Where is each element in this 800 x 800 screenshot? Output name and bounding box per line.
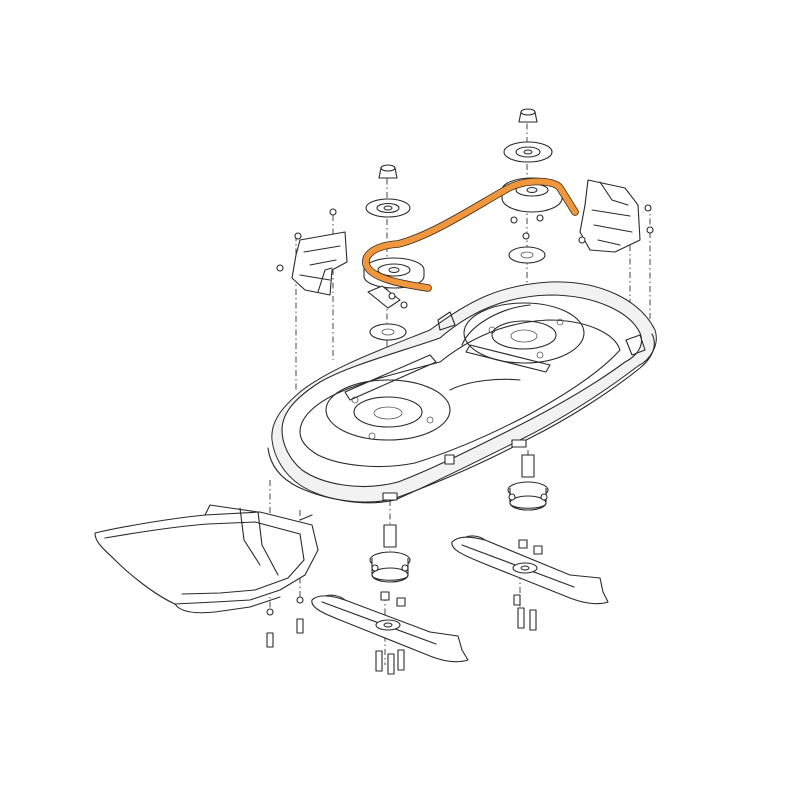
- idler-pulley-left: [365, 164, 411, 218]
- discharge-chute: [94, 504, 319, 648]
- spindle-assembly-left: [369, 524, 411, 583]
- idler-pulley-right: [503, 108, 553, 163]
- hardware-right: [510, 214, 544, 240]
- spindle-assembly-right: [507, 454, 549, 511]
- blade-left: [311, 594, 469, 663]
- drive-belt: [362, 177, 579, 292]
- hardware-left: [367, 285, 408, 309]
- blade-right: [451, 535, 609, 605]
- mower-deck: [267, 281, 657, 504]
- belt-guard-bracket-left: [276, 208, 348, 296]
- blade-bolts: [375, 539, 543, 675]
- spindle-mount-plates: [369, 246, 546, 341]
- belt-guard-bracket-right: [578, 179, 654, 253]
